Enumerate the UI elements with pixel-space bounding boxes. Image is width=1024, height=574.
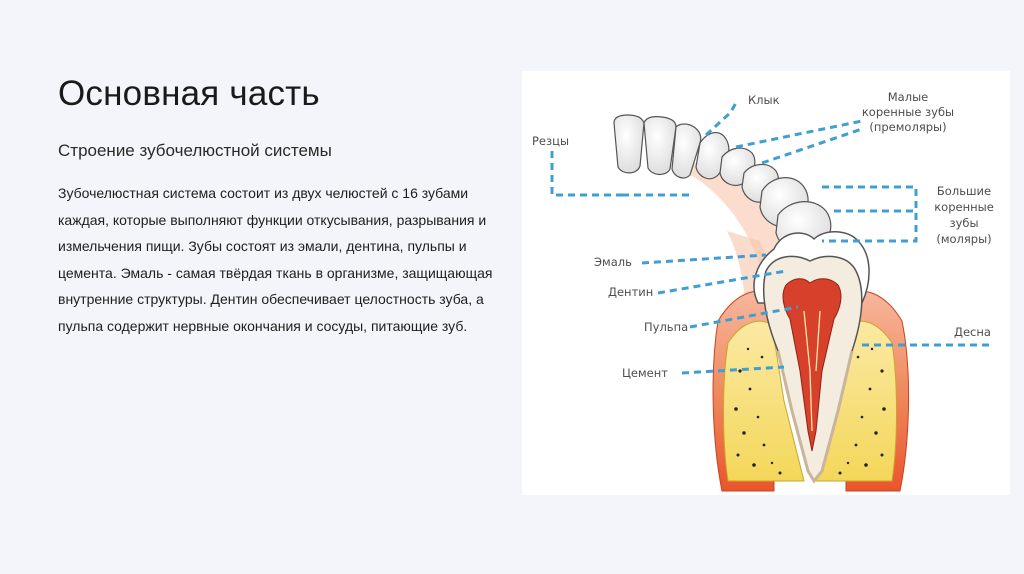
label-molars-line4: (моляры) xyxy=(936,232,991,246)
incisor-teeth xyxy=(614,115,701,178)
label-premolars-line1: Малые xyxy=(888,90,928,104)
label-premolars-line3: (премоляры) xyxy=(869,120,946,134)
slide-subtitle: Строение зубочелюстной системы xyxy=(58,141,332,161)
label-cement: Цемент xyxy=(622,366,668,380)
label-incisors: Резцы xyxy=(532,134,569,148)
label-premolars-line2: коренные зубы xyxy=(862,105,954,119)
label-molars-line1: Большие xyxy=(937,184,991,198)
label-dentin: Дентин xyxy=(608,285,653,299)
slide-body-text: Зубочелюстная система состоит из двух че… xyxy=(58,180,498,339)
label-canine: Клык xyxy=(748,93,780,107)
slide-title: Основная часть xyxy=(58,74,320,114)
label-pulp: Пульпа xyxy=(644,320,688,334)
label-gum: Десна xyxy=(954,325,991,339)
tooth-diagram-svg: Клык Малые коренные зубы (премоляры) Рез… xyxy=(522,71,1010,495)
tooth-structure-diagram: Клык Малые коренные зубы (премоляры) Рез… xyxy=(522,71,1010,495)
label-molars-line3: зубы xyxy=(949,216,978,230)
label-molars-line2: коренные xyxy=(934,200,994,214)
label-enamel: Эмаль xyxy=(594,255,632,269)
